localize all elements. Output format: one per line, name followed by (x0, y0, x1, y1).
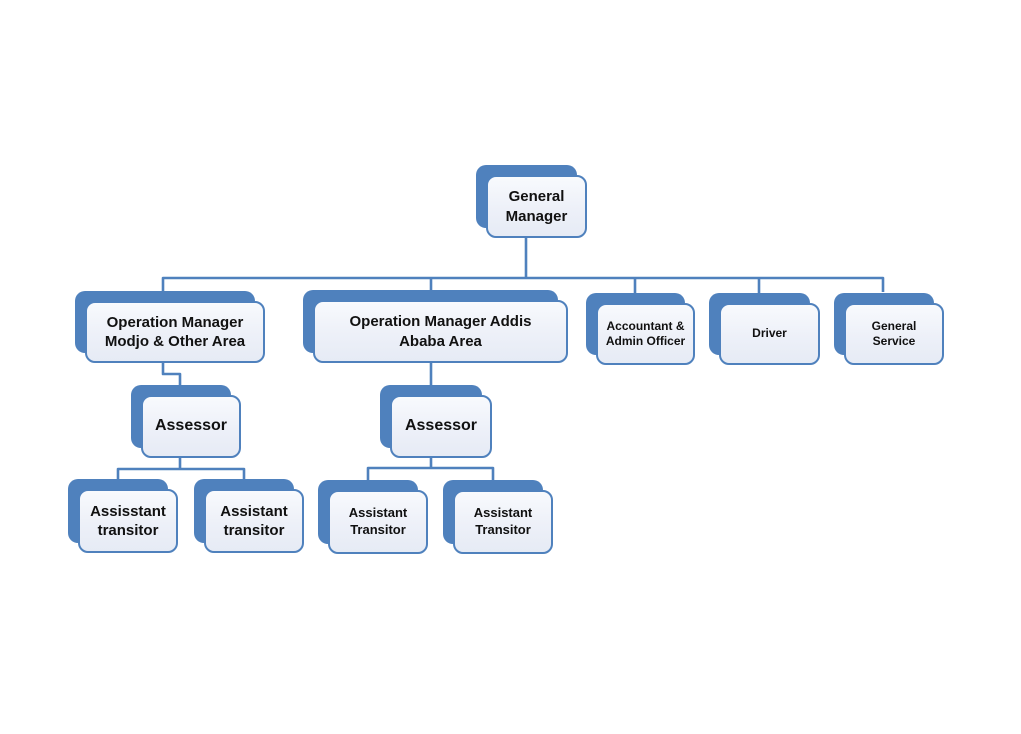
org-node-box: Assessor (141, 395, 241, 458)
org-node-box: Assessor (390, 395, 492, 458)
org-node-box: Operation Manager Addis Ababa Area (313, 300, 568, 363)
org-node-general-manager: General Manager (476, 165, 587, 238)
org-node-label: Assisstant transitor (90, 502, 166, 539)
connector-modjo-assessor (161, 362, 182, 386)
org-node-label: Assessor (404, 417, 478, 435)
connector-level2-rail (161, 276, 885, 292)
connector-addis-assistants (366, 457, 495, 480)
org-node-box: General Manager (486, 175, 587, 238)
org-node-label: Accountant & Admin Officer (605, 318, 686, 348)
org-node-label: Assistant transitor (220, 502, 288, 539)
org-node-box: General Service (844, 303, 944, 365)
org-node-assessor-addis: Assessor (380, 385, 492, 458)
org-node-label: Operation Manager Addis Ababa Area (349, 313, 532, 350)
org-node-box: Assistant Transitor (453, 490, 553, 554)
org-node-assistant-transitor-modjo-1: Assisstant transitor (68, 479, 178, 553)
org-node-label: Assessor (154, 417, 228, 435)
org-node-general-service: General Service (834, 293, 944, 365)
org-node-label: Driver (752, 326, 787, 341)
org-node-box: Operation Manager Modjo & Other Area (85, 301, 265, 363)
org-node-label: Assistant Transitor (473, 505, 533, 537)
org-node-driver: Driver (709, 293, 820, 365)
org-node-box: Assistant Transitor (328, 490, 428, 554)
org-node-assistant-transitor-addis-2: Assistant Transitor (443, 480, 553, 554)
org-node-operation-manager-addis: Operation Manager Addis Ababa Area (303, 290, 568, 363)
org-node-box: Assistant transitor (204, 489, 304, 553)
org-node-box: Accountant & Admin Officer (596, 303, 695, 365)
org-node-label: General Service (871, 318, 917, 348)
org-node-assessor-modjo: Assessor (131, 385, 241, 458)
org-node-operation-manager-modjo: Operation Manager Modjo & Other Area (75, 291, 265, 363)
org-node-accountant-admin-officer: Accountant & Admin Officer (586, 293, 695, 365)
org-node-assistant-transitor-addis-1: Assistant Transitor (318, 480, 428, 554)
org-node-box: Driver (719, 303, 820, 365)
connector-modjo-assistants (116, 457, 246, 480)
org-node-label: Assistant Transitor (348, 505, 408, 537)
org-node-label: General Manager (505, 188, 568, 225)
org-node-assistant-transitor-modjo-2: Assistant transitor (194, 479, 304, 553)
org-node-box: Assisstant transitor (78, 489, 178, 553)
org-node-label: Operation Manager Modjo & Other Area (104, 313, 246, 350)
